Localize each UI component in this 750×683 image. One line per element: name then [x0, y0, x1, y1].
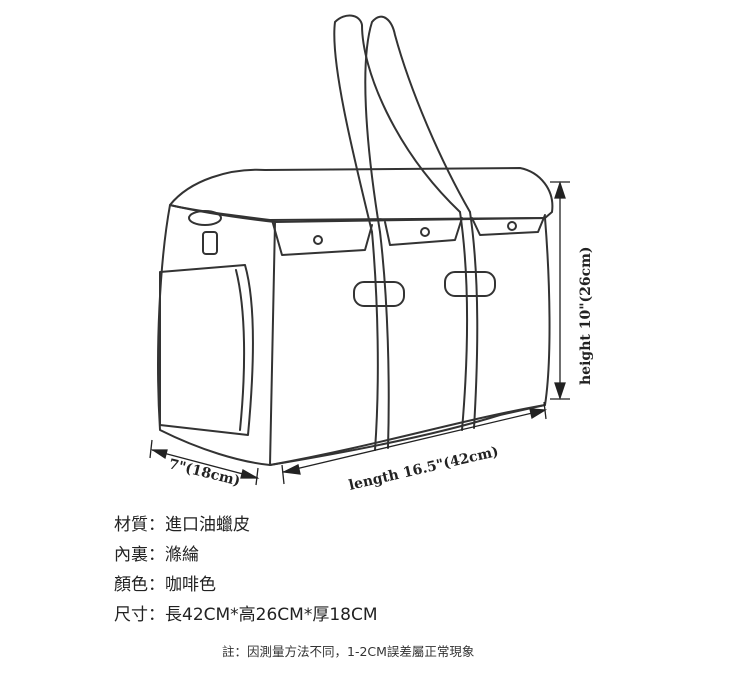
flap-right: [471, 214, 546, 236]
spec-lining: 內裏：滌綸: [114, 540, 199, 565]
bag-front: [269, 217, 551, 466]
height-label: height 10"(26cm): [578, 246, 594, 385]
spec-label: 顏色：: [114, 575, 165, 595]
spec-value: 滌綸: [165, 545, 199, 565]
spec-label: 尺寸：: [114, 605, 165, 625]
bag-sketch: height 10"(26cm) length 16.5"(42cm) 7"(1…: [149, 14, 594, 494]
bag-outline: [157, 14, 554, 466]
flap-center: [384, 217, 463, 246]
spec-value: 咖啡色: [165, 575, 216, 595]
handle-right: [364, 15, 471, 233]
side-pocket: [159, 264, 254, 436]
spec-material: 材質：進口油蠟皮: [114, 510, 250, 535]
spec-size: 尺寸：長42CM*高26CM*厚18CM: [114, 600, 378, 625]
width-label: 7"(18cm): [167, 456, 242, 489]
spec-value: 長42CM*高26CM*厚18CM: [165, 605, 378, 625]
bag-top: [169, 167, 554, 221]
spec-label: 內裏：: [114, 545, 165, 565]
spec-label: 材質：: [114, 515, 165, 535]
measurement-note: 註：因測量方法不同，1-2CM誤差屬正常現象: [222, 644, 475, 659]
flap-left: [271, 219, 373, 256]
handle-left: [333, 14, 461, 233]
spec-value: 進口油蠟皮: [165, 515, 250, 535]
dimension-lines: [149, 180, 570, 486]
spec-color: 顏色：咖啡色: [114, 570, 216, 595]
